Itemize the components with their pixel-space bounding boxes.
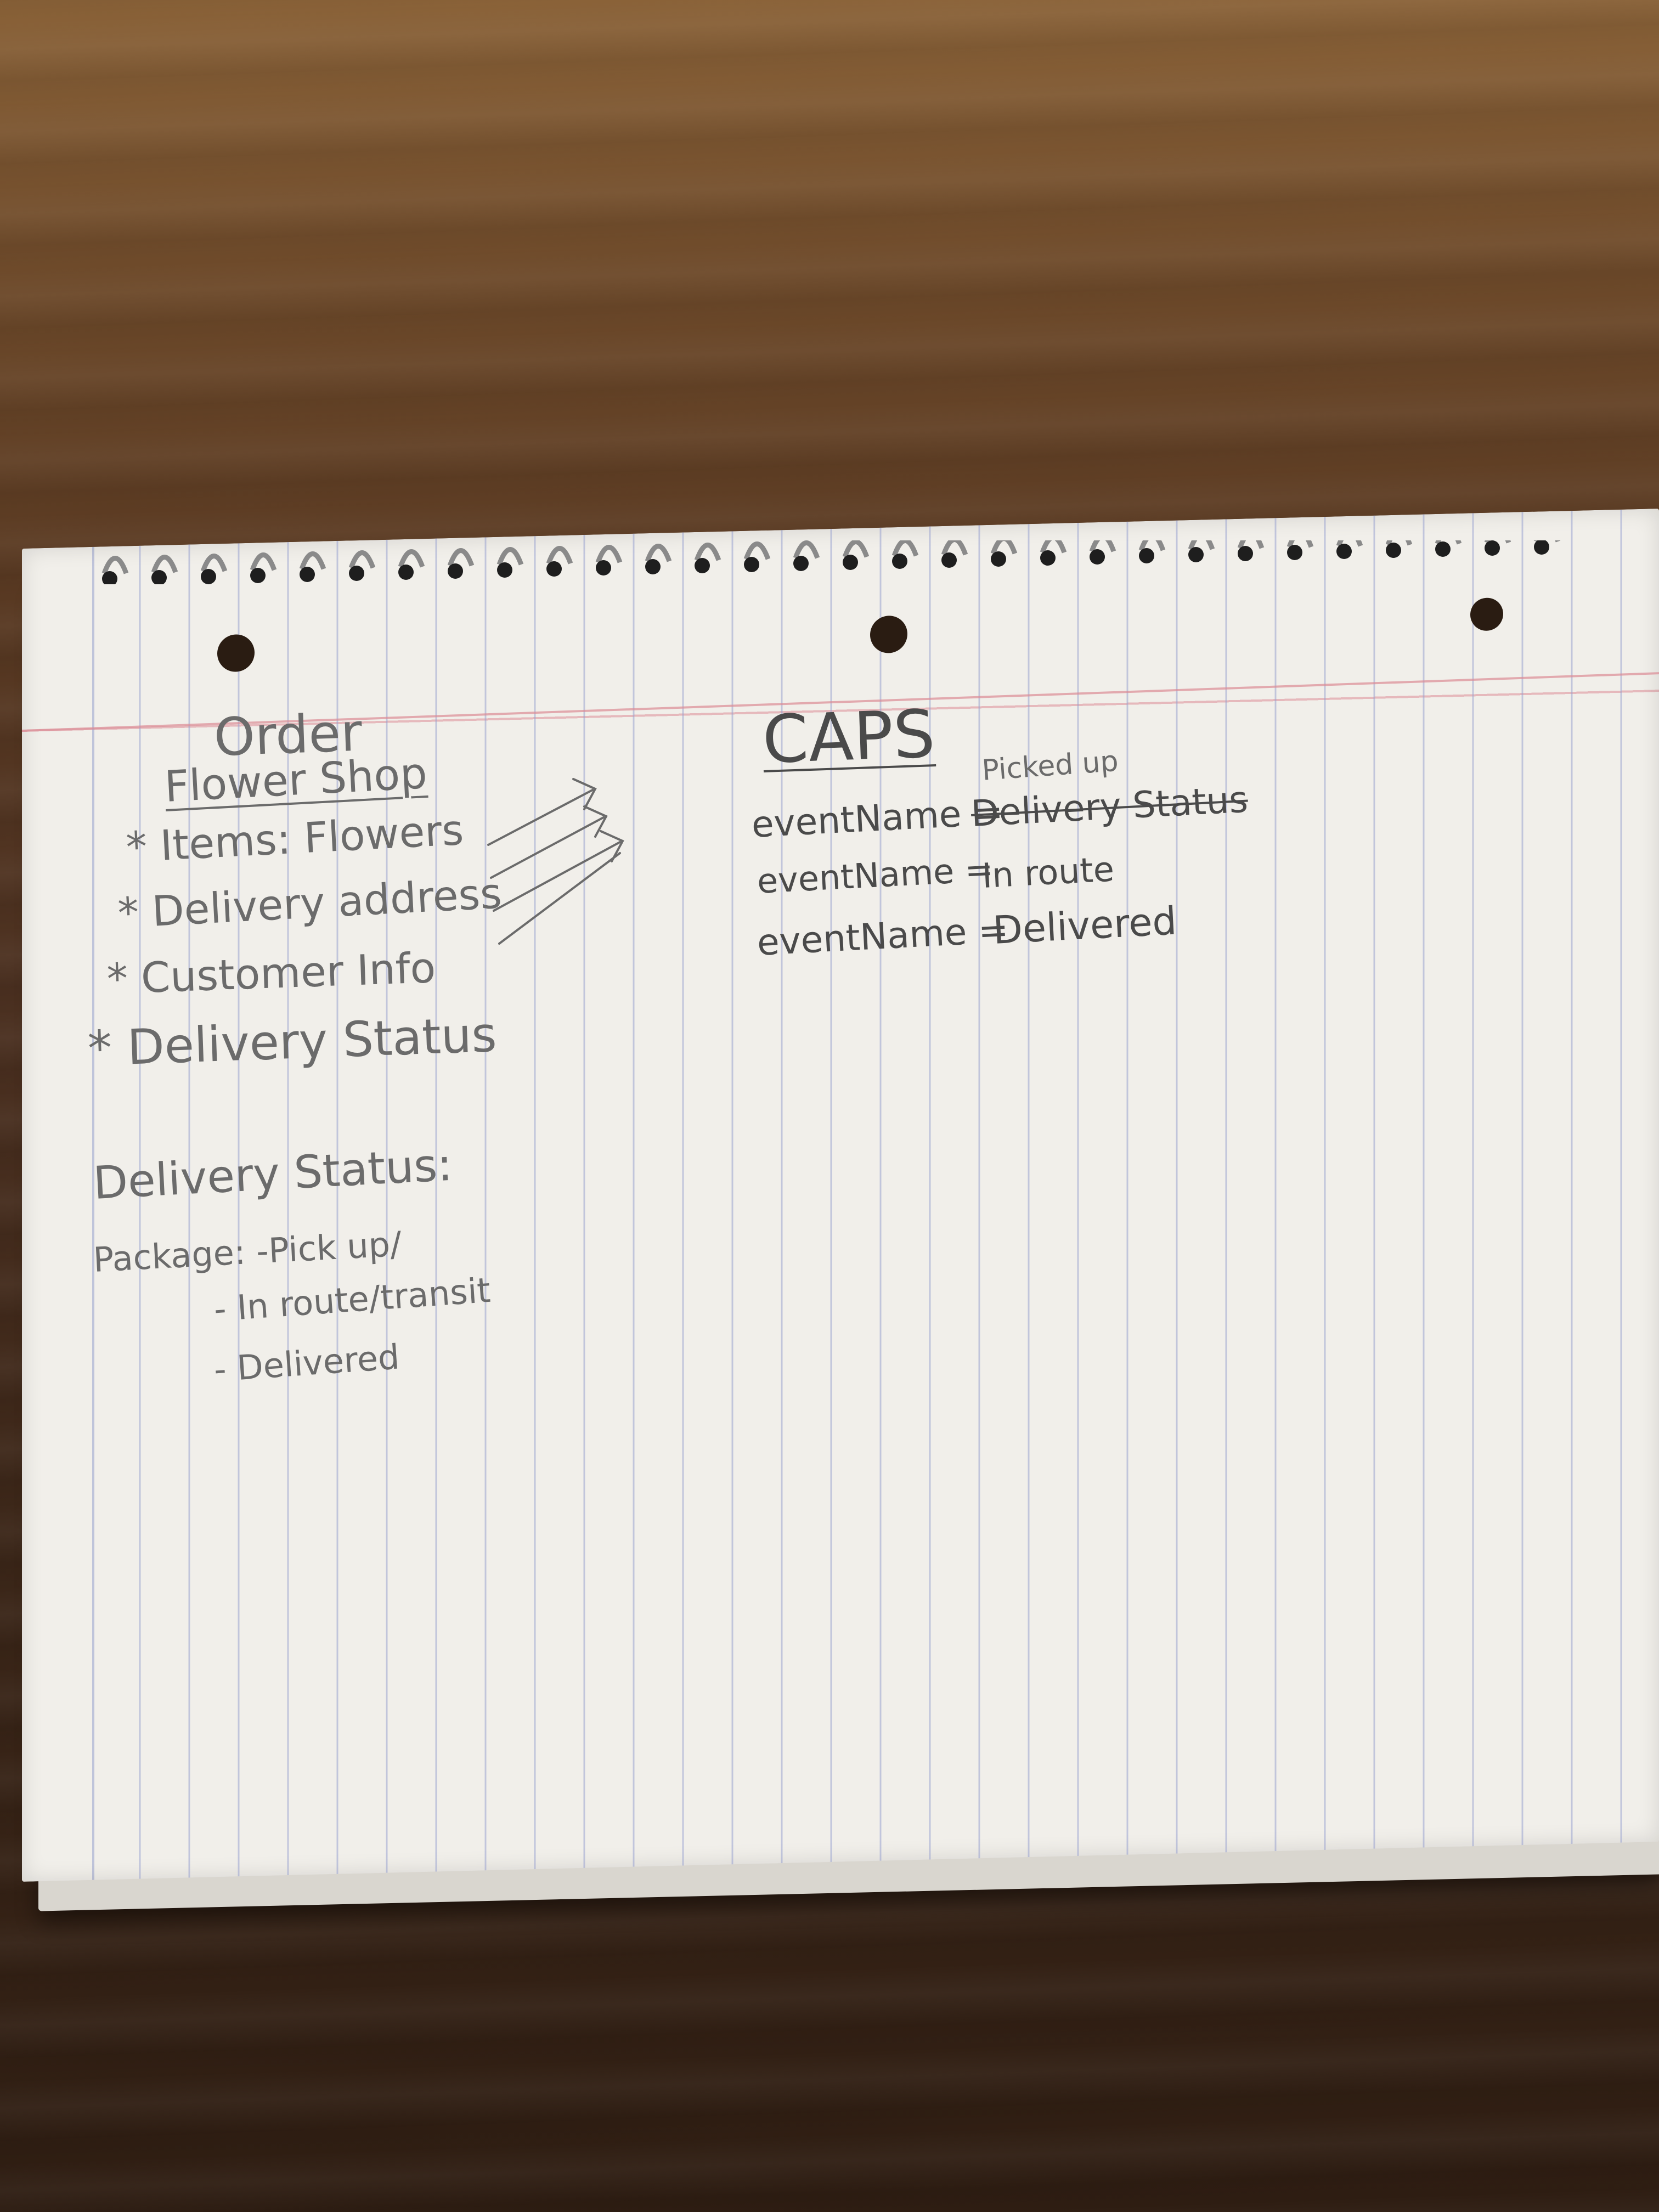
- spiral-binding-icon: [101, 540, 1561, 584]
- caps-title: CAPS: [761, 696, 936, 778]
- notebook-page: [22, 509, 1659, 1882]
- event-value: In route: [981, 849, 1115, 896]
- event-value: Delivered: [991, 898, 1178, 953]
- arrow-icon: [487, 778, 624, 945]
- ruled-lines: [22, 509, 1659, 1879]
